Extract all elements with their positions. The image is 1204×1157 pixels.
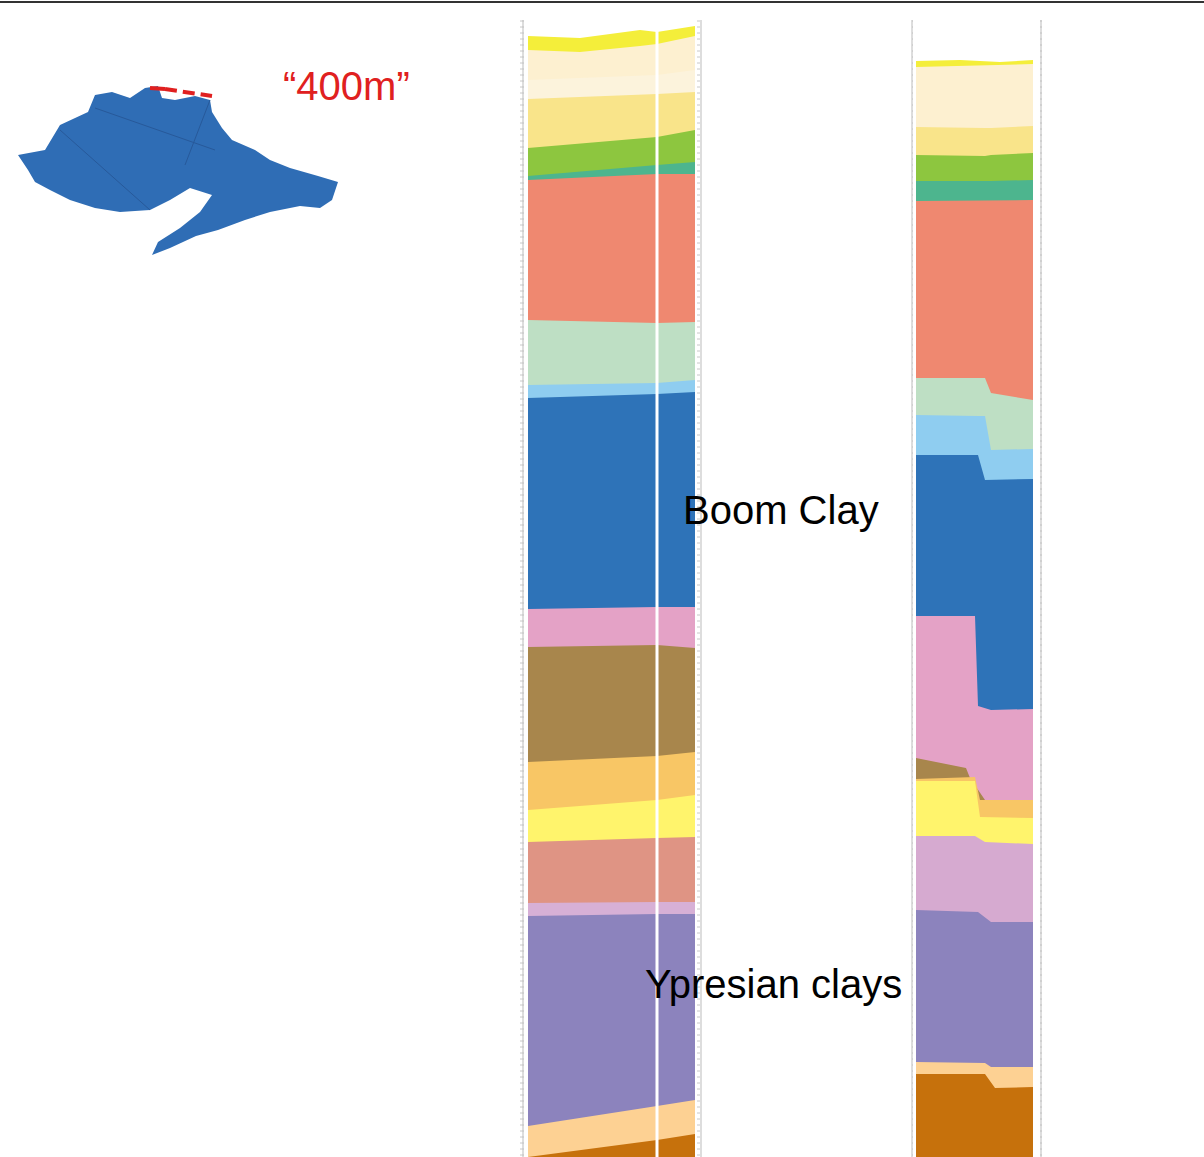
section-length: “400m” — [283, 64, 410, 108]
section-line — [165, 89, 212, 96]
top-rule — [0, 1, 1204, 3]
stratigraphic-column — [916, 60, 1033, 1157]
map-boundary — [60, 100, 215, 210]
layer-name: Ypresian clays — [645, 962, 902, 1006]
section-line — [150, 88, 165, 89]
region-map — [18, 86, 338, 255]
depth-ruler — [519, 20, 1042, 1157]
layer-name: Boom Clay — [683, 488, 879, 532]
